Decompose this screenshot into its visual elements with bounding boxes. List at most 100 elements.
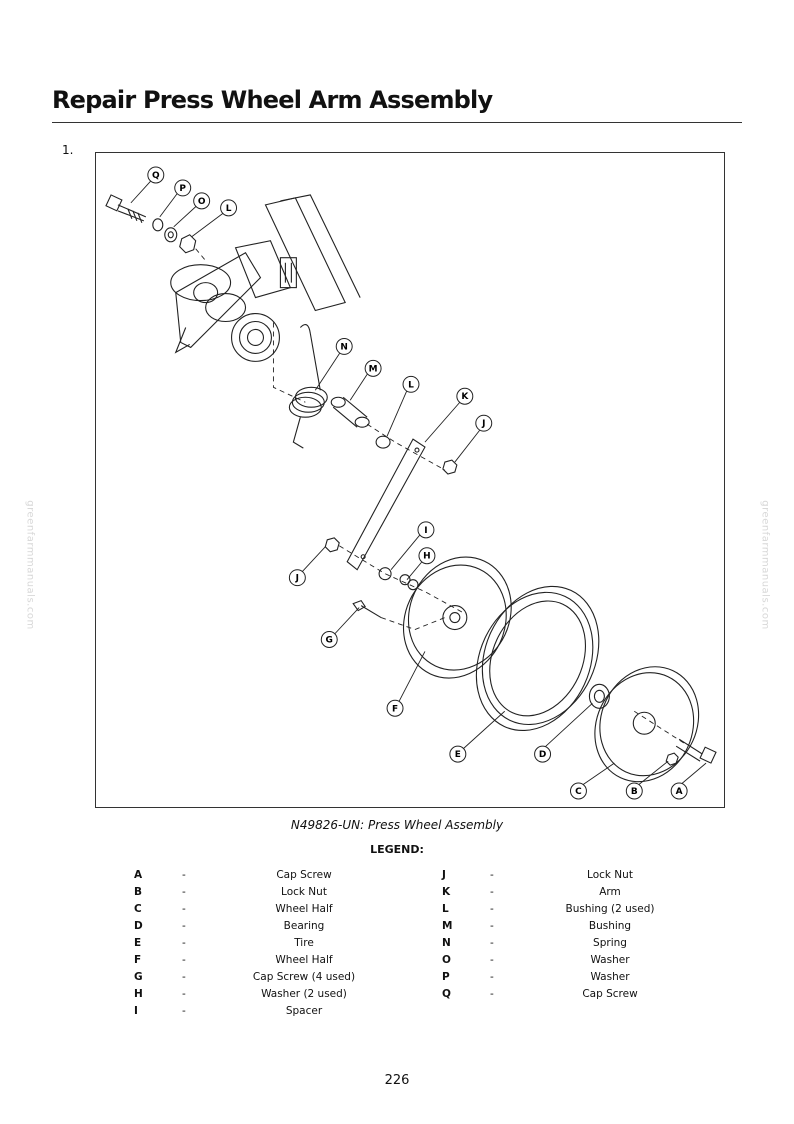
legend-key: Q xyxy=(442,988,451,1000)
callout-c: C xyxy=(569,782,587,800)
legend-key: O xyxy=(442,954,451,966)
legend-description: Tire xyxy=(294,937,314,949)
legend-row: P - Washer xyxy=(420,971,710,988)
page-title: Repair Press Wheel Arm Assembly xyxy=(52,86,493,114)
step-number: 1. xyxy=(62,143,74,157)
legend-row: E - Tire xyxy=(110,937,410,954)
callout-m: M xyxy=(364,359,382,377)
callout-f: F xyxy=(386,699,404,717)
washer-p-drawing xyxy=(152,218,164,232)
callout-k: K xyxy=(456,387,474,405)
legend-row: C-Wheel Half xyxy=(110,903,410,920)
legend-key: H xyxy=(134,988,143,1000)
legend-key: M xyxy=(442,920,453,932)
legend-right-column: J-Lock Nut K-Arm L-Bushing (2 used) M-Bu… xyxy=(420,869,710,1005)
legend-key: N xyxy=(442,937,451,949)
callout-l-mid: L xyxy=(402,375,420,393)
legend-description: Washer xyxy=(590,971,630,983)
callout-b: B xyxy=(625,782,643,800)
lock-nut-j-bottom-drawing xyxy=(324,537,340,553)
legend-row: B-Lock Nut xyxy=(110,886,410,903)
leader-lines xyxy=(130,180,707,786)
callout-q-label: Q xyxy=(152,171,160,181)
legend-key: P xyxy=(442,971,450,983)
legend-row: D-Bearing xyxy=(110,920,410,937)
callout-j-top-label: J xyxy=(481,419,485,429)
callout-j-top: J xyxy=(475,414,493,432)
legend-key: A xyxy=(134,869,143,881)
legend-row: I-Spacer xyxy=(110,1005,410,1022)
legend-key: C xyxy=(134,903,142,915)
legend-key: G xyxy=(134,971,143,983)
cap-screw-g-drawing xyxy=(352,599,382,619)
callout-i: I xyxy=(417,521,435,539)
legend-row: J - Lock Nut xyxy=(420,869,710,886)
callout-p: P xyxy=(174,179,192,197)
watermark-left: greenfarmmanuals.com xyxy=(24,500,36,630)
callout-j-bottom: J xyxy=(288,569,306,587)
legend-separator: - xyxy=(490,971,494,983)
callout-h: H xyxy=(418,547,436,565)
callout-g-label: G xyxy=(326,635,333,645)
legend-row: F-Wheel Half xyxy=(110,954,410,971)
legend-description: Spring xyxy=(593,937,627,949)
legend-row: K-Arm xyxy=(420,886,710,903)
bearing-d-drawing xyxy=(588,683,610,709)
legend-description: Bushing xyxy=(588,920,632,932)
legend-separator: - xyxy=(490,886,494,898)
legend-key: J xyxy=(442,869,446,881)
legend-row: O-Washer xyxy=(420,954,710,971)
legend-description: Washer (2 used) xyxy=(261,988,347,1000)
lock-nut-j-top-drawing xyxy=(442,459,458,475)
spacer-i-drawing xyxy=(378,567,392,581)
legend-separator: - xyxy=(182,937,186,949)
cap-screw-a-drawing xyxy=(675,738,717,764)
wheel-half-f-drawing xyxy=(402,556,512,679)
callout-h-label: H xyxy=(423,552,431,562)
tire-e-drawing xyxy=(475,585,600,732)
callout-b-label: B xyxy=(631,787,638,797)
callout-e-label: E xyxy=(455,750,461,760)
callout-n: N xyxy=(335,337,353,355)
callout-l-top: L xyxy=(220,199,238,217)
figure-frame: Q P O L N M L K J I H J G F E D C B A xyxy=(95,152,725,808)
legend-description: Lock Nut xyxy=(587,869,633,881)
legend-key: B xyxy=(134,886,143,898)
legend-left-column: A-Cap Screw B-Lock Nut C-Wheel Half D-Be… xyxy=(110,869,410,1022)
legend-separator: - xyxy=(182,920,186,932)
legend-separator: - xyxy=(490,903,494,915)
washer-o-drawing xyxy=(164,227,178,243)
washer-h-drawing xyxy=(399,574,411,586)
callout-o-label: O xyxy=(198,197,206,207)
callout-o: O xyxy=(193,192,211,210)
bushing-m-drawing xyxy=(330,396,370,428)
callout-f-label: F xyxy=(392,704,398,714)
lock-nut-l-drawing xyxy=(179,234,197,254)
legend-row: H - Washer (2 used) xyxy=(110,988,410,1005)
legend-separator: - xyxy=(182,988,186,1000)
legend-row: M-Bushing xyxy=(420,920,710,937)
callout-n-label: N xyxy=(340,342,348,352)
legend-row: N - Spring xyxy=(420,937,710,954)
callout-l-mid-label: L xyxy=(408,380,414,390)
callout-a: A xyxy=(670,782,688,800)
legend-separator: - xyxy=(182,869,186,881)
legend-row: Q-Cap Screw xyxy=(420,988,710,1005)
callout-l-top-label: L xyxy=(226,204,232,214)
page-number: 226 xyxy=(384,1073,410,1088)
bushing-l-drawing xyxy=(375,435,391,449)
lock-nut-b-drawing xyxy=(665,752,679,766)
legend-separator: - xyxy=(182,971,186,983)
legend-row: G-Cap Screw (4 used) xyxy=(110,971,410,988)
legend-separator: - xyxy=(490,988,494,1000)
watermark-right: greenfarmmanuals.com xyxy=(759,500,771,630)
callout-g: G xyxy=(320,631,338,648)
spring-n-drawing xyxy=(288,324,328,449)
legend-separator: - xyxy=(490,869,494,881)
legend-row: A-Cap Screw xyxy=(110,869,410,886)
legend-separator: - xyxy=(182,886,186,898)
legend-separator: - xyxy=(490,937,494,949)
assembly-lines xyxy=(195,248,685,744)
callout-d-label: D xyxy=(539,750,546,760)
legend-key: E xyxy=(134,937,142,949)
